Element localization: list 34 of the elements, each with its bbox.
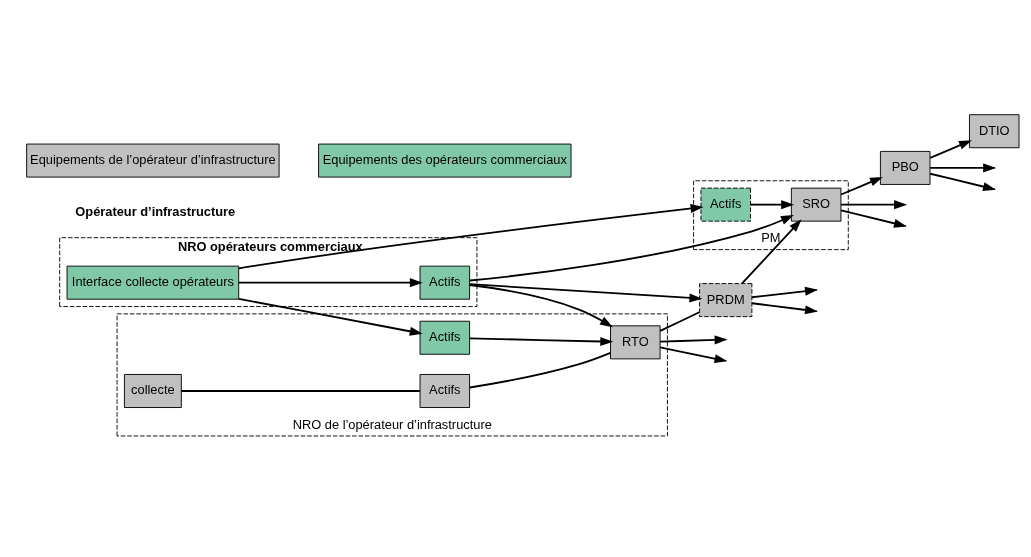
- node-box: Actifs: [700, 187, 751, 222]
- node-box: RTO: [610, 324, 661, 359]
- arrow: [749, 199, 795, 209]
- arrow: [237, 277, 423, 287]
- connector: [659, 310, 701, 332]
- arrow: [929, 172, 996, 191]
- arrow: [237, 203, 704, 269]
- arrow: [468, 336, 614, 346]
- arrow: [469, 214, 794, 281]
- arrow: [237, 297, 423, 336]
- arrow: [929, 162, 996, 172]
- node-box: Actifs: [419, 265, 471, 300]
- node-box: Actifs: [419, 373, 471, 408]
- node-box: collecte: [123, 373, 182, 408]
- node-box: PBO: [879, 150, 931, 185]
- node-box: PRDM: [699, 282, 753, 317]
- arrow: [840, 176, 883, 195]
- arrow: [659, 345, 728, 363]
- arrow: [468, 283, 613, 327]
- node-box: Interface collecte opérateurs: [66, 265, 240, 300]
- arrow: [929, 139, 972, 159]
- arrow: [741, 218, 802, 284]
- node-box: Actifs: [419, 320, 471, 355]
- arrow: [840, 199, 907, 209]
- arrow: [468, 282, 703, 302]
- arrow: [751, 286, 818, 298]
- connector: [180, 389, 421, 392]
- node-box: SRO: [790, 187, 842, 222]
- connector: [468, 351, 612, 388]
- arrow: [751, 301, 818, 314]
- legend-label: Equipements des opérateurs commerciaux: [322, 151, 567, 167]
- node-box: DTIO: [969, 113, 1020, 148]
- legend-label: Equipements de l’opérateur d’infrastructure: [30, 151, 276, 167]
- label: Opérateur d’infrastructure: [75, 203, 236, 219]
